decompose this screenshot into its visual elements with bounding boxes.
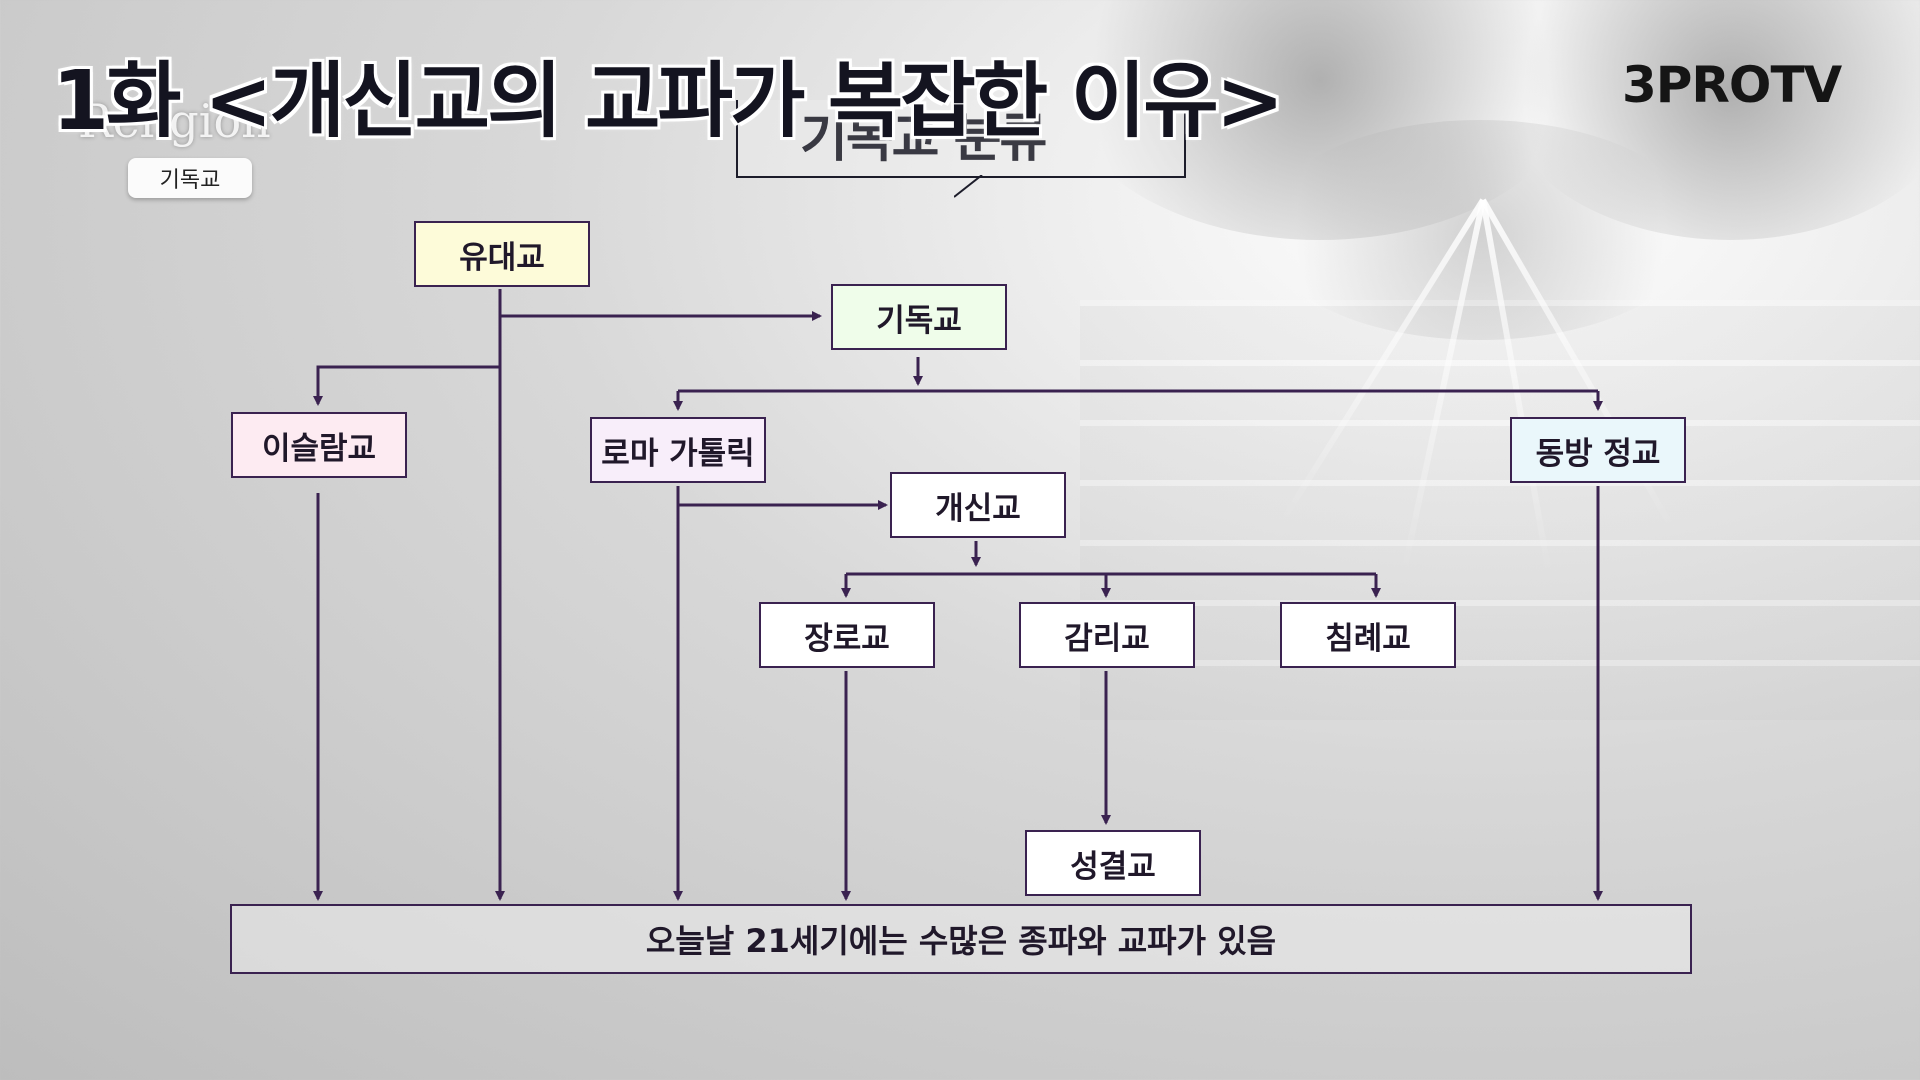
background-word: Religion: [78, 94, 271, 148]
heading-bubble: [736, 100, 1186, 178]
stairs-background: [1080, 300, 1920, 720]
bubble-tail: [954, 175, 983, 198]
bubble-heading: 기독교 분류: [800, 109, 1047, 169]
node-islam: 이슬람교: [231, 412, 407, 478]
node-catholic: 로마 가톨릭: [590, 417, 766, 483]
bottom-summary: 오늘날 21세기에는 수많은 종파와 교파가 있음: [230, 904, 1692, 974]
node-methodist: 감리교: [1019, 602, 1195, 668]
node-judaism: 유대교: [414, 221, 590, 287]
node-holiness: 성결교: [1025, 830, 1201, 896]
node-presbyterian: 장로교: [759, 602, 935, 668]
category-tag: 기독교: [128, 158, 252, 198]
node-christianity: 기독교: [831, 284, 1007, 350]
node-baptist: 침례교: [1280, 602, 1456, 668]
connector-line: [313, 365, 500, 406]
channel-logo: 3PROTV: [1622, 56, 1842, 114]
node-orthodox: 동방 정교: [1510, 417, 1686, 483]
cloud-shape: [1260, 120, 1700, 340]
episode-title: 1화 <개신교의 교파가 복잡한 이유>: [52, 54, 1284, 149]
node-protestant: 개신교: [890, 472, 1066, 538]
